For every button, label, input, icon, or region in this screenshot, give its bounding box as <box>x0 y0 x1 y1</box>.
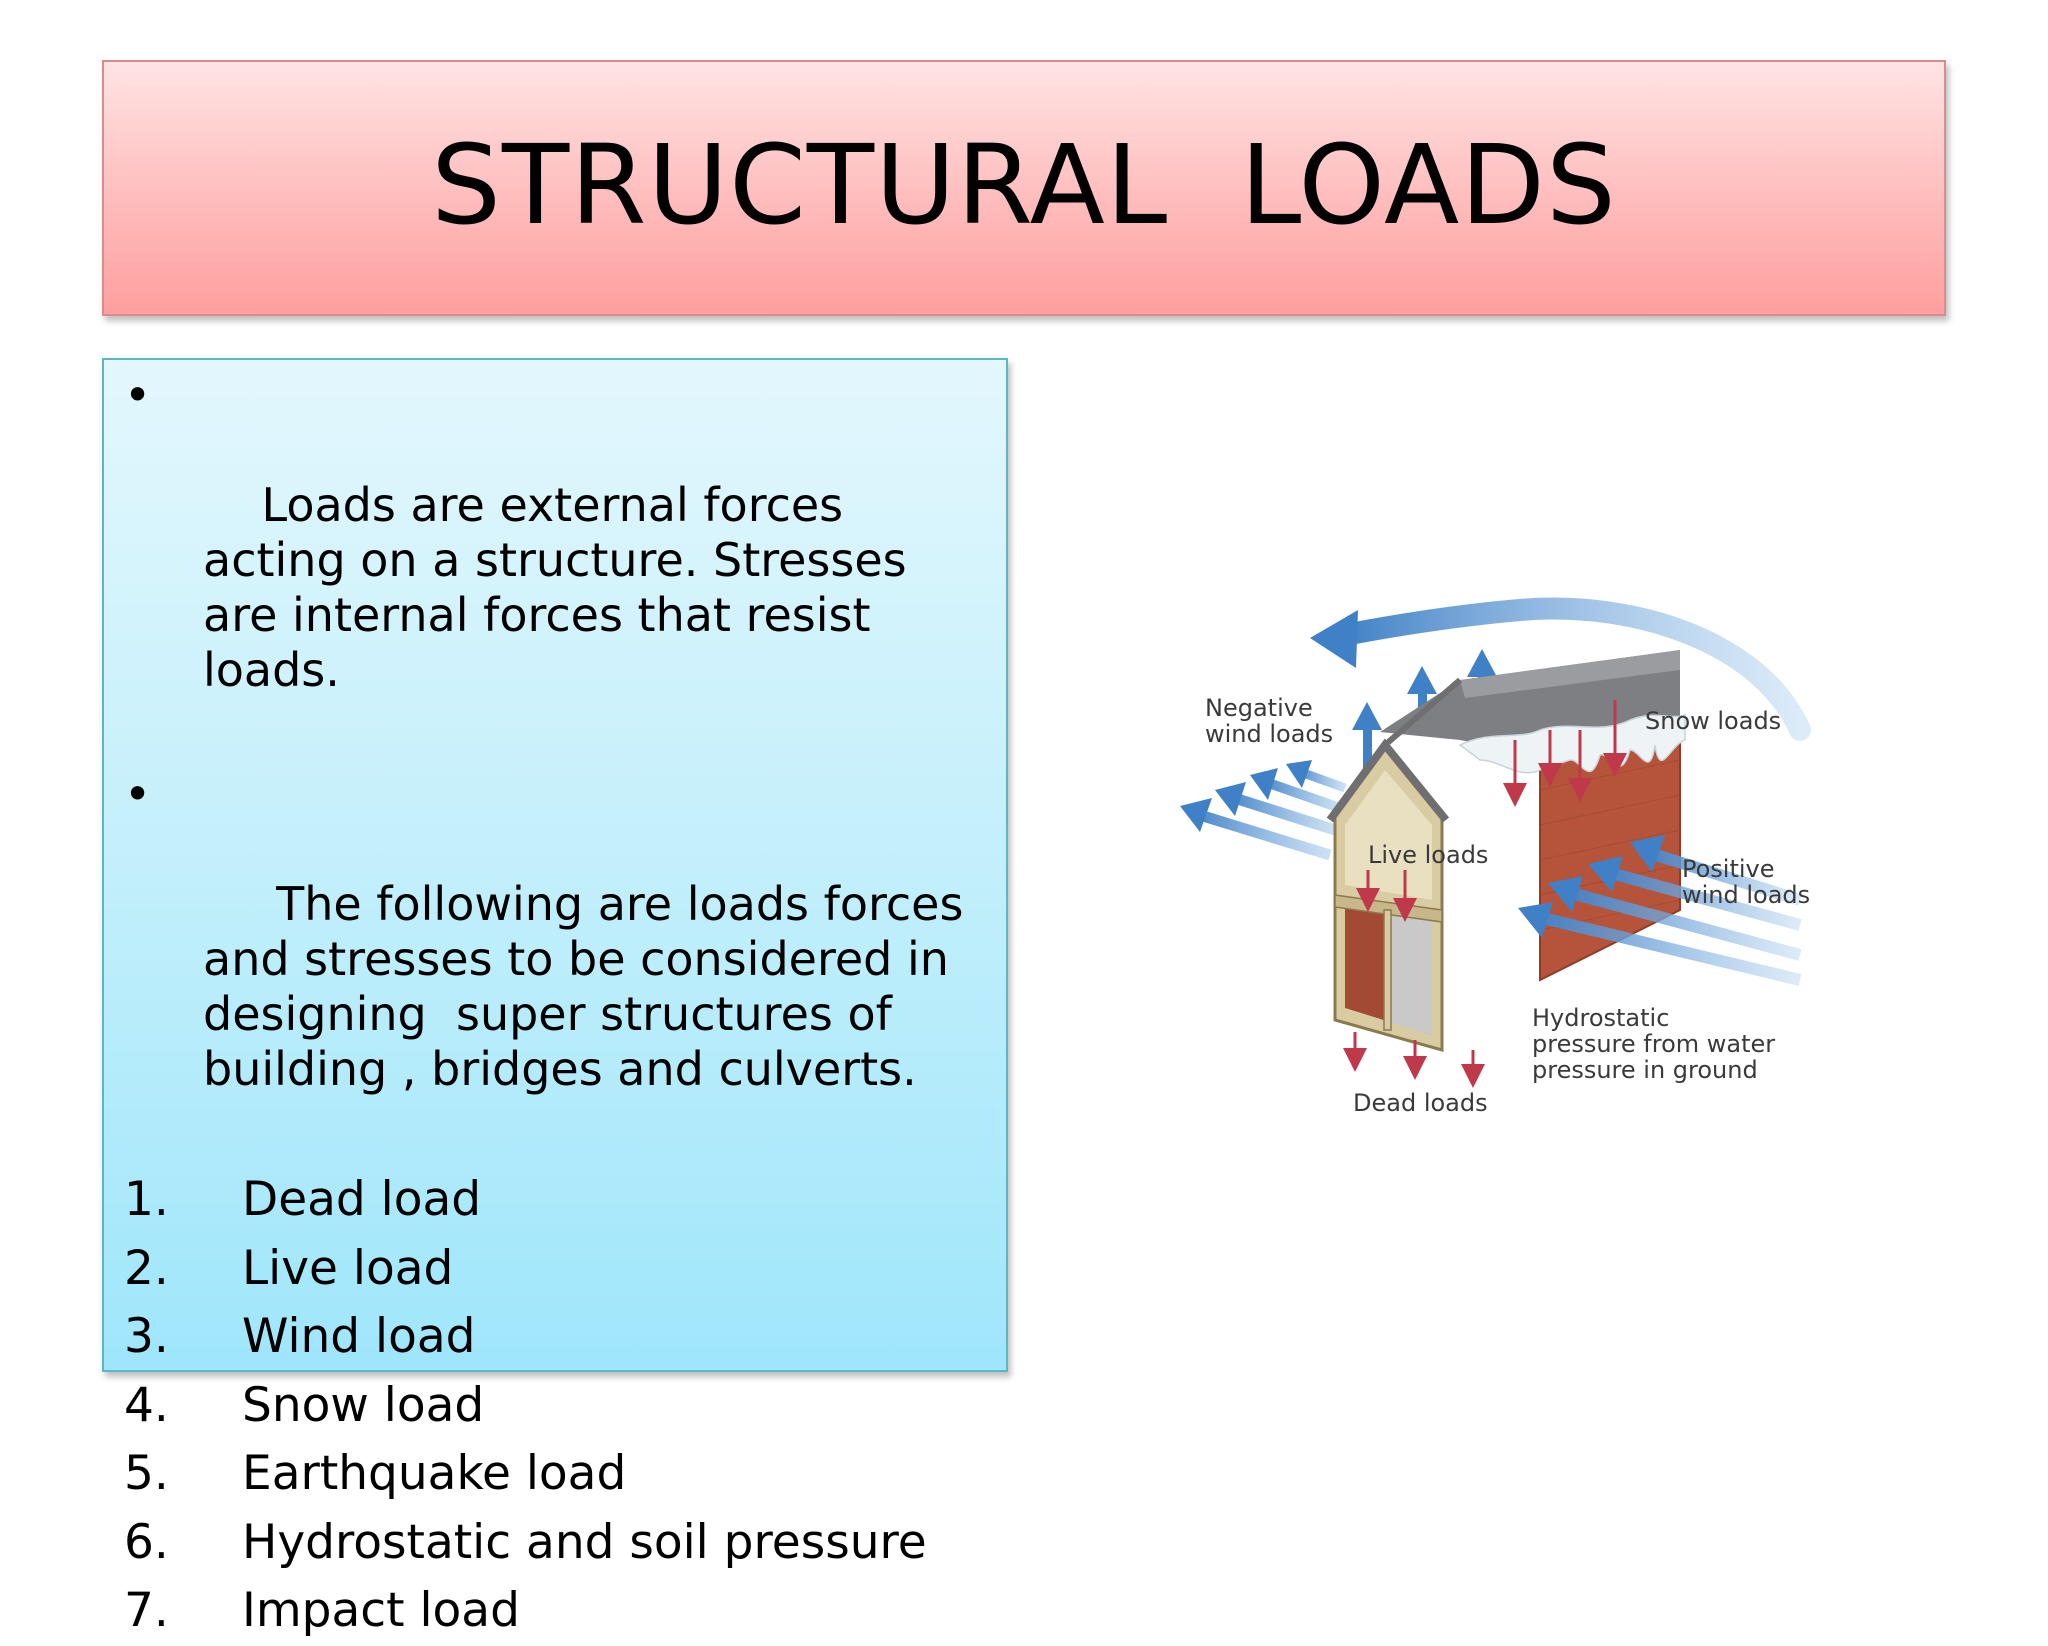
list-text: Earthquake load <box>242 1446 627 1501</box>
snow-loads-label: Snow loads <box>1645 707 1782 735</box>
bullet-text: Loads are external forces acting on a st… <box>203 478 922 697</box>
wind-flow-arrow <box>1310 597 1811 741</box>
list-text: Impact load <box>242 1583 520 1638</box>
structural-loads-illustration: Negative wind loads Snow loads Live load… <box>1160 580 1840 1140</box>
positive-wind-arrows <box>1518 835 1802 986</box>
slide-title: STRUCTURAL LOADS <box>431 121 1617 249</box>
list-text: Live load <box>242 1240 454 1296</box>
list-item: 5. Earthquake load <box>124 1440 986 1509</box>
live-loads-label: Live loads <box>1368 841 1489 869</box>
list-item: 3. Wind load <box>124 1303 986 1372</box>
house <box>1326 650 1686 1052</box>
leeward-wind-arrows <box>1180 760 1347 861</box>
list-text: Wind load <box>242 1309 476 1364</box>
content-panel: • Loads are external forces acting on a … <box>102 358 1008 1638</box>
bullet-text: The following are loads forces and stres… <box>203 877 979 1096</box>
list-item: 4. Snow load <box>124 1372 986 1441</box>
house-loads-diagram <box>1180 597 1811 1088</box>
load-arrows <box>1343 700 1627 1088</box>
list-number: 5. <box>124 1446 169 1501</box>
positive-wind-loads-label: Positive wind loads <box>1682 855 1811 909</box>
list-text: Snow load <box>242 1377 485 1433</box>
list-item: 2. Live load <box>124 1235 986 1304</box>
list-item: 1. Dead load <box>124 1166 986 1235</box>
list-number: 7. <box>124 1583 169 1638</box>
list-number: 4. <box>124 1377 169 1433</box>
bullet-marker: • <box>124 767 152 821</box>
list-number: 2. <box>124 1240 169 1296</box>
list-item: 6. Hydrostatic and soil pressure <box>124 1509 986 1578</box>
list-number: 6. <box>124 1514 169 1570</box>
hydrostatic-pressure-label: Hydrostatic pressure from water pressure… <box>1532 1004 1776 1084</box>
list-item: 7. Impact load <box>124 1577 986 1646</box>
bullet-marker: • <box>124 368 152 422</box>
title-banner: STRUCTURAL LOADS <box>102 60 1946 316</box>
bullet-item: • Loads are external forces acting on a … <box>124 368 986 753</box>
negative-wind-loads-label: Negative wind loads <box>1205 694 1334 748</box>
bullet-item: • The following are loads forces and str… <box>124 767 986 1152</box>
list-text: Hydrostatic and soil pressure <box>242 1514 927 1570</box>
list-number: 1. <box>124 1172 169 1227</box>
load-list: 1. Dead load 2. Live load 3. Wind load 4… <box>124 1166 986 1646</box>
list-text: Dead load <box>242 1172 482 1227</box>
dead-loads-label: Dead loads <box>1353 1089 1488 1117</box>
list-number: 3. <box>124 1309 169 1364</box>
